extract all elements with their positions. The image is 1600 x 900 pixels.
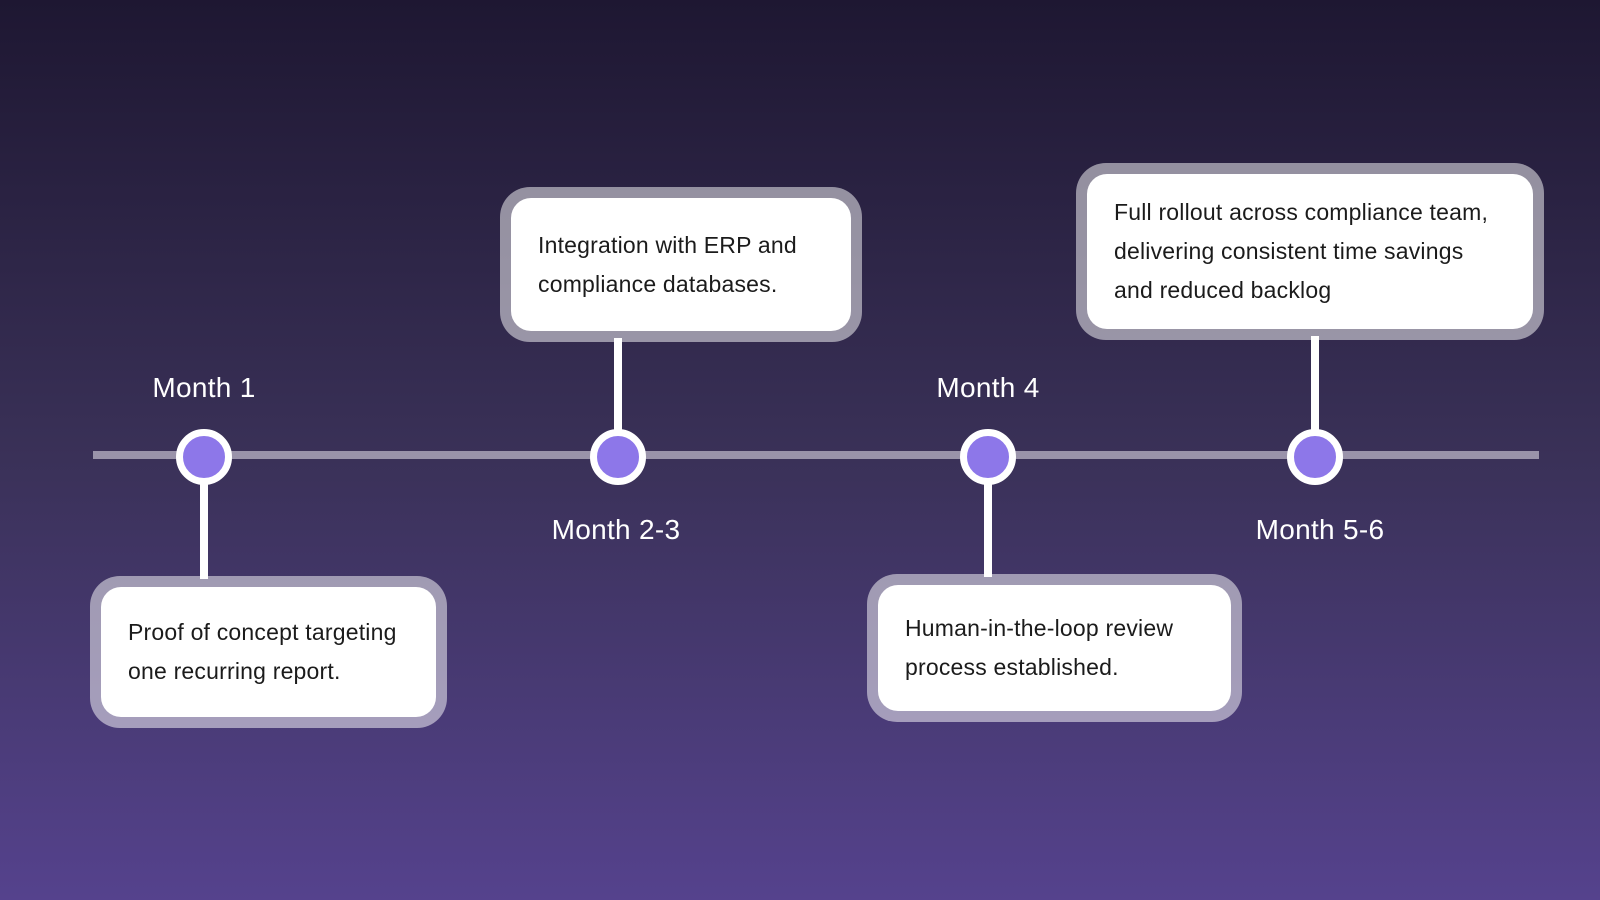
milestone-2-description: Integration with ERP and compliance data… [538, 231, 797, 297]
milestone-4-label: Month 5-6 [1255, 514, 1385, 545]
milestone-2-node-icon [590, 429, 646, 485]
milestone-4-description: Full rollout across compliance team, del… [1114, 199, 1489, 303]
milestone-2-card: Integration with ERP and compliance data… [500, 187, 862, 342]
milestone-3-card: Human-in-the-loop review process establi… [867, 574, 1242, 722]
milestone-2-label: Month 2-3 [551, 514, 681, 545]
milestone-3-node-icon [960, 429, 1016, 485]
milestone-2-connector [614, 338, 622, 458]
milestone-1-description: Proof of concept targeting one recurring… [128, 619, 397, 684]
milestone-1-card: Proof of concept targeting one recurring… [90, 576, 447, 728]
milestone-4-card: Full rollout across compliance team, del… [1076, 163, 1544, 340]
milestone-3-connector [984, 455, 992, 577]
milestone-4-connector [1311, 336, 1319, 458]
milestone-1-connector [200, 455, 208, 579]
timeline-axis [93, 451, 1539, 459]
milestone-3-label: Month 4 [936, 372, 1040, 403]
milestone-1-node-icon [176, 429, 232, 485]
milestone-4-node-icon [1287, 429, 1343, 485]
milestone-3-description: Human-in-the-loop review process establi… [905, 615, 1174, 680]
milestone-1-label: Month 1 [152, 372, 256, 403]
